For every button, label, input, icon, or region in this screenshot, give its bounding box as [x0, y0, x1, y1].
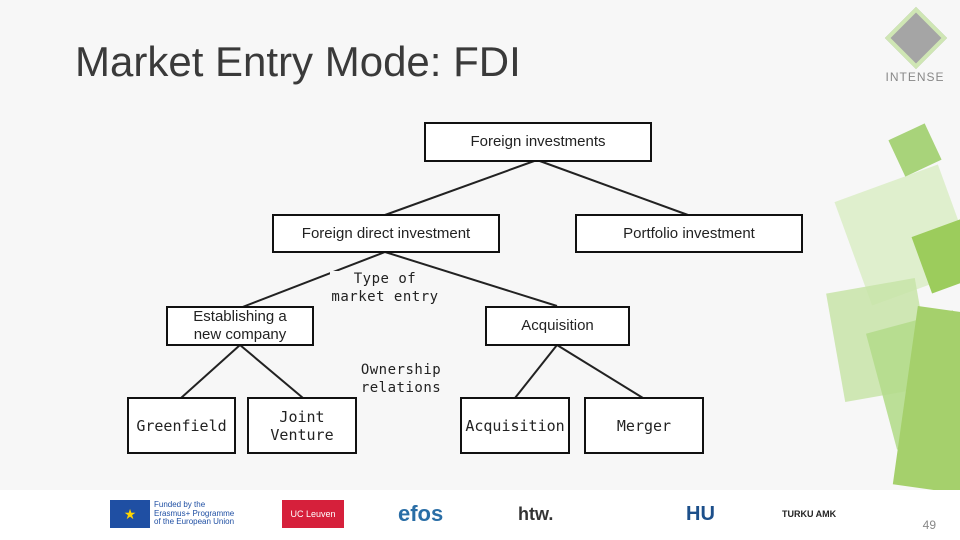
node-fdi-label: Foreign direct investment — [301, 224, 471, 242]
intense-logo-text: INTENSE — [885, 70, 945, 84]
hu-logo: HU — [686, 498, 736, 530]
label-ownership-relations: Ownership relations — [326, 362, 476, 397]
footer-bar — [0, 490, 960, 540]
turku-logo-text: TURKU AMK — [782, 509, 837, 519]
ucl-logo: UC Leuven — [282, 498, 344, 530]
line-acq-merger — [556, 344, 644, 399]
hu-logo-text: HU — [686, 502, 715, 525]
eu-logo-text: Funded by the Erasmus+ Programme of the … — [154, 500, 235, 527]
htw-logo-text: htw. — [518, 503, 554, 524]
node-foreign-investments-label: Foreign investments — [470, 133, 606, 150]
node-portfolio-label: Portfolio investment — [623, 224, 755, 242]
line-fdi-acquisition — [384, 251, 558, 307]
node-establishing-new-company: Establishing a new company — [166, 306, 314, 346]
ucl-logo-text: UC Leuven — [290, 509, 336, 519]
node-acquisition: Acquisition — [485, 306, 630, 346]
line-root-portfolio — [536, 159, 689, 216]
node-foreign-investments: Foreign investments — [424, 122, 652, 162]
line-root-fdi — [384, 159, 538, 216]
node-greenfield: Greenfield — [127, 397, 236, 454]
node-greenfield-label: Greenfield — [136, 416, 227, 435]
htw-logo: htw. — [518, 498, 628, 530]
efos-logo-text: efos — [398, 501, 444, 526]
page-number: 49 — [922, 518, 936, 532]
node-portfolio-investment: Portfolio investment — [575, 214, 803, 253]
node-merger-label: Merger — [616, 416, 672, 435]
intense-logo: INTENSE — [880, 6, 950, 87]
node-merger: Merger — [584, 397, 704, 454]
ucl-logo-box: UC Leuven — [282, 500, 344, 528]
node-acquisition-label: Acquisition — [521, 317, 594, 334]
node-establishing-label: Establishing a new company — [193, 308, 287, 343]
line-acq-acquisition — [514, 344, 558, 399]
efos-logo: efos — [398, 498, 468, 530]
eu-flag-icon: ★ — [110, 500, 150, 528]
label-type-of-market-entry: Type of market entry — [330, 271, 440, 306]
page-title: Market Entry Mode: FDI — [75, 38, 521, 85]
node-acquisition-leaf-label: Acquisition — [465, 416, 565, 435]
line-establish-greenfield — [180, 344, 241, 399]
eu-logo: ★ Funded by the Erasmus+ Programme of th… — [110, 498, 240, 530]
line-fdi-establish — [239, 251, 386, 309]
node-joint-venture: Joint Venture — [247, 397, 357, 454]
turku-logo: TURKU AMK — [782, 498, 842, 530]
node-foreign-direct-investment: Foreign direct investment — [272, 214, 500, 253]
node-joint-venture-label: Joint Venture — [270, 407, 334, 444]
line-establish-joint — [239, 344, 304, 399]
node-acquisition-leaf: Acquisition — [460, 397, 570, 454]
